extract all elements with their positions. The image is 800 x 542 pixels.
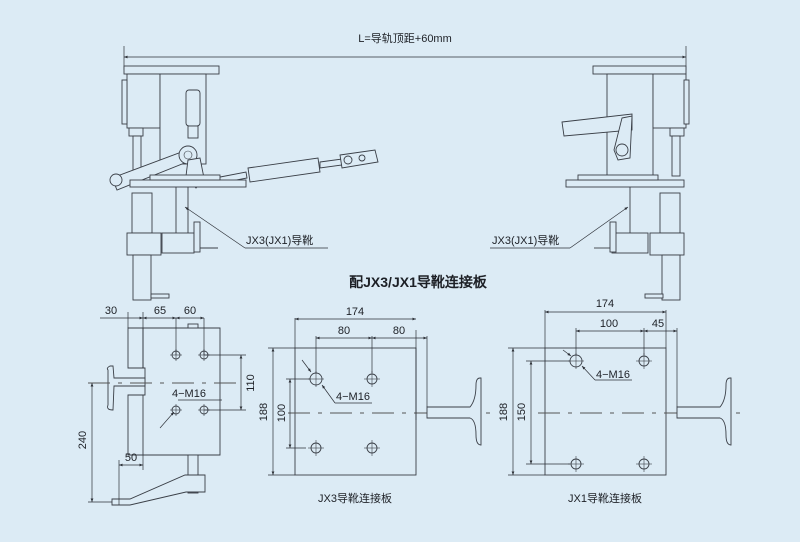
- section-title: 配JX3/JX1导靴连接板: [349, 274, 488, 290]
- dim-60: 60: [184, 305, 196, 317]
- overall-dimension-label: L=导轨顶距+60mm: [358, 31, 452, 45]
- dim-65: 65: [154, 305, 166, 317]
- left-safety-gear-assembly: [109, 65, 379, 301]
- jx1-dim-h2: 45: [652, 318, 664, 330]
- left-guide-shoe-label: JX3(JX1)导靴: [246, 233, 313, 247]
- jx3-dim-h1: 80: [338, 325, 350, 337]
- dim-50: 50: [125, 452, 137, 464]
- jx1-dim-width: 174: [596, 298, 614, 310]
- dim-110: 110: [245, 374, 257, 392]
- jx1-dim-h1: 100: [600, 318, 618, 330]
- jx1-hole-label: 4−M16: [596, 369, 630, 381]
- jx1-dim-height: 188: [498, 403, 510, 421]
- side-hole-label: 4−M16: [172, 388, 206, 400]
- overall-dimension: L=导轨顶距+60mm: [123, 31, 687, 70]
- jx3-plate-drawing: 174 80 80 188 100 4−M16 JX3导靴连接板: [258, 306, 490, 505]
- jx1-dim-hole-span: 150: [516, 403, 528, 421]
- jx3-dim-h2: 80: [393, 325, 405, 337]
- jx1-plate-caption: JX1导靴连接板: [568, 491, 642, 505]
- left-guide-shoe-callout: JX3(JX1)导靴: [184, 206, 328, 249]
- jx3-dim-width: 174: [346, 306, 364, 318]
- dim-30: 30: [105, 305, 117, 317]
- jx3-hole-label: 4−M16: [336, 391, 370, 403]
- dim-240: 240: [77, 431, 89, 449]
- jx3-plate-caption: JX3导靴连接板: [318, 491, 392, 505]
- jx3-dim-hole-span: 100: [276, 404, 288, 422]
- side-view-drawing: 30 65 60 110 240 50 4−M16: [77, 305, 257, 506]
- right-guide-shoe-callout: JX3(JX1)导靴: [490, 206, 629, 249]
- right-guide-shoe-label: JX3(JX1)导靴: [492, 233, 559, 247]
- jx1-plate-drawing: 174 100 45 188 150 4−M16 JX1导靴连接板: [498, 298, 740, 505]
- jx3-dim-height: 188: [258, 403, 270, 421]
- right-safety-gear-assembly: [561, 65, 690, 301]
